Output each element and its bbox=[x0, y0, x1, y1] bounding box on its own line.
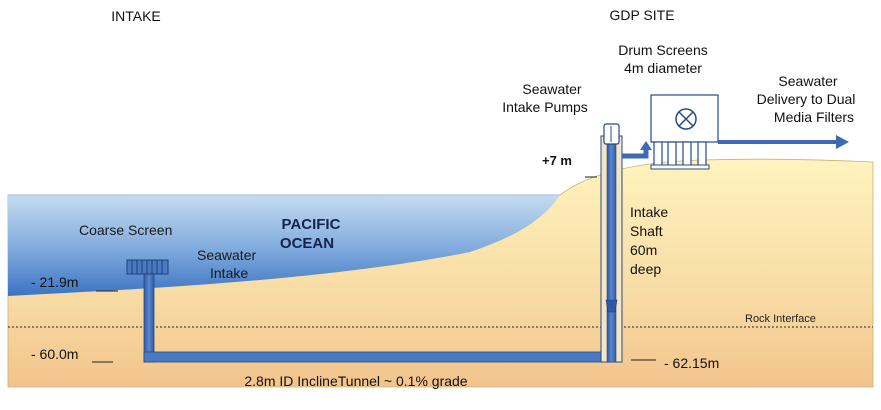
coarse-screen-label: Coarse Screen bbox=[79, 222, 172, 238]
pumps-label-2: Intake Pumps bbox=[502, 99, 588, 115]
pumps-label-1: Seawater bbox=[522, 81, 581, 97]
drum-screens-label-1: Drum Screens bbox=[618, 42, 707, 58]
shaft-label-4: deep bbox=[630, 261, 661, 277]
delivery-label-1: Seawater bbox=[778, 73, 837, 89]
drum-screen-base bbox=[650, 164, 710, 170]
elev-minus60-label: - 60.0m bbox=[31, 346, 78, 362]
delivery-label-2: Delivery to Dual bbox=[757, 91, 856, 107]
shaft-label-3: 60m bbox=[630, 242, 657, 258]
elev-minus62-15-label: - 62.15m bbox=[664, 355, 719, 371]
pump-to-screen-arrow bbox=[640, 141, 652, 150]
elev-plus7-label: +7 m bbox=[542, 153, 572, 168]
tunnel-label: 2.8m ID InclineTunnel ~ 0.1% grade bbox=[244, 373, 467, 389]
intake-shaft-pipe bbox=[606, 139, 617, 363]
drum-screens-label-2: 4m diameter bbox=[624, 60, 702, 76]
ocean-name-2: OCEAN bbox=[280, 235, 334, 252]
pump-to-screen-pipe bbox=[622, 148, 649, 159]
incline-tunnel bbox=[143, 351, 623, 363]
shaft-label-1: Intake bbox=[630, 204, 668, 220]
ocean-name-1: PACIFIC bbox=[282, 216, 341, 233]
shaft-label-2: Shaft bbox=[630, 223, 663, 239]
site-title: GDP SITE bbox=[609, 7, 674, 23]
elev-minus21-9-label: - 21.9m bbox=[31, 274, 78, 290]
intake-riser-pipe bbox=[143, 273, 155, 363]
seawater-intake-label-2: Intake bbox=[210, 265, 248, 281]
seawater-intake-label-1: Seawater bbox=[197, 247, 256, 263]
intake-title: INTAKE bbox=[111, 8, 161, 24]
rock-interface-label: Rock Interface bbox=[745, 313, 816, 325]
shaft-pump-bell bbox=[605, 299, 618, 313]
delivery-arrow bbox=[836, 135, 849, 149]
delivery-label-3: Media Filters bbox=[774, 109, 854, 125]
drum-screen-icon bbox=[675, 108, 697, 130]
coarse-screen-bars bbox=[131, 260, 163, 274]
